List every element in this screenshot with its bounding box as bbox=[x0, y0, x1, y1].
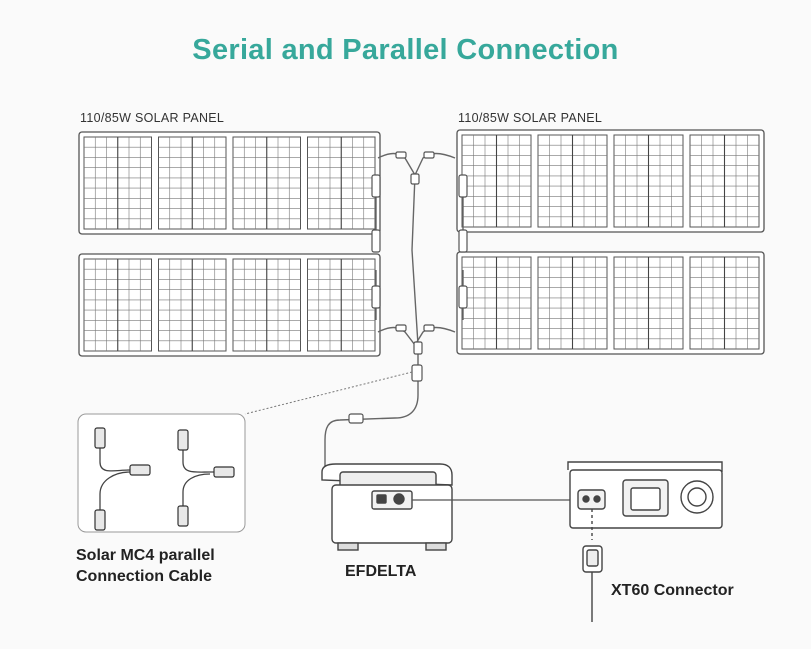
solar-cell bbox=[613, 134, 684, 228]
xt60-side-panel bbox=[567, 461, 723, 529]
xt60-caption: XT60 Connector bbox=[611, 582, 734, 599]
solar-panel-bottom-right bbox=[456, 251, 765, 355]
solar-cell bbox=[537, 256, 608, 350]
mc4-caption-line2: Connection Cable bbox=[76, 568, 213, 585]
solar-panel-top-left bbox=[78, 131, 381, 235]
solar-cell bbox=[158, 136, 227, 230]
xt60-connector-icon bbox=[582, 509, 603, 622]
efdelta-device bbox=[321, 463, 453, 551]
inset-leader-line bbox=[244, 371, 413, 415]
mc4-caption-line1: Solar MC4 parallel bbox=[76, 547, 215, 564]
solar-cell bbox=[613, 256, 684, 350]
solar-cell bbox=[461, 256, 532, 350]
solar-cell bbox=[537, 134, 608, 228]
solar-cell bbox=[689, 256, 760, 350]
solar-panel-bottom-left bbox=[78, 253, 381, 357]
solar-cell bbox=[232, 136, 301, 230]
mc4-cable-caption: Solar MC4 parallel Connection Cable bbox=[76, 545, 215, 587]
solar-cell bbox=[83, 136, 152, 230]
efdelta-caption: EFDELTA bbox=[345, 563, 417, 580]
right-panel-label: 110/85W SOLAR PANEL bbox=[458, 111, 603, 125]
solar-cell bbox=[158, 258, 227, 352]
solar-cell bbox=[232, 258, 301, 352]
solar-cell bbox=[307, 136, 376, 230]
solar-cell bbox=[307, 258, 376, 352]
solar-cell bbox=[83, 258, 152, 352]
solar-cell bbox=[461, 134, 532, 228]
left-panel-label: 110/85W SOLAR PANEL bbox=[80, 111, 225, 125]
solar-cell bbox=[689, 134, 760, 228]
page-title: Serial and Parallel Connection bbox=[192, 34, 619, 66]
mc4-connectors bbox=[348, 151, 468, 424]
mc4-cable-inset bbox=[77, 413, 246, 533]
solar-panel-top-right bbox=[456, 129, 765, 233]
